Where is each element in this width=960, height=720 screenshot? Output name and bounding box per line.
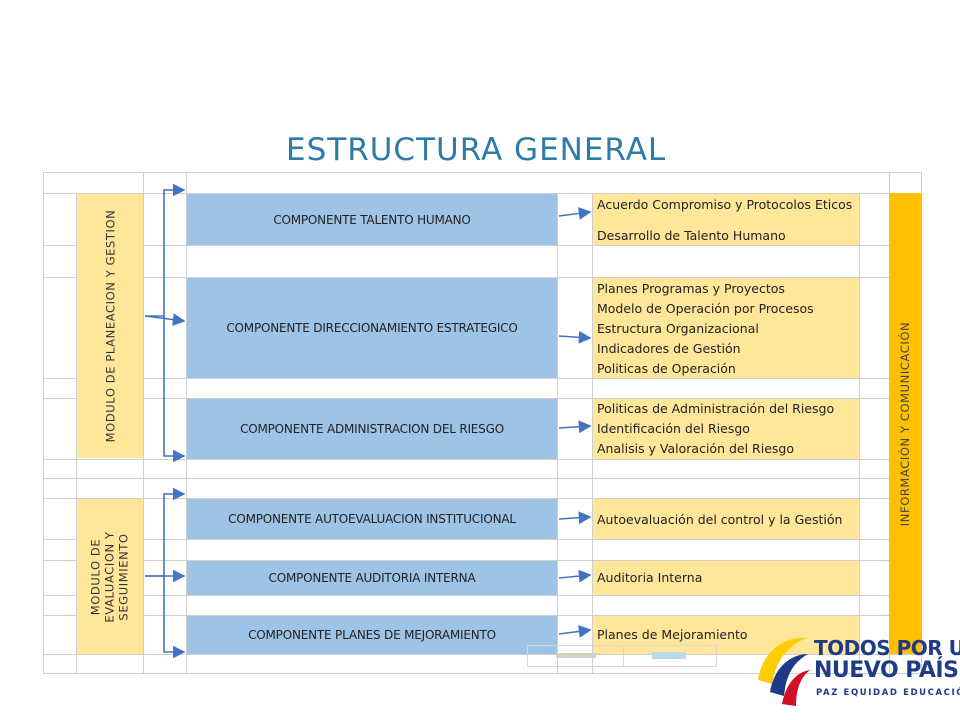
- component-auditoria-interna: COMPONENTE AUDITORIA INTERNA: [187, 561, 557, 595]
- element-item: Autoevaluación del control y la Gestión: [597, 512, 843, 527]
- module-evaluacion-seguimiento: MODULO DE EVALUACION Y SEGUIMIENTO: [77, 499, 143, 654]
- element-item: Planes de Mejoramiento: [597, 627, 748, 642]
- component-autoevaluacion-institucional: COMPONENTE AUTOEVALUACION INSTITUCIONAL: [187, 499, 557, 539]
- link-arrow: [558, 420, 592, 434]
- brand-line1: TODOS POR UN: [814, 636, 960, 660]
- element-item: Desarrollo de Talento Humano: [597, 228, 786, 243]
- brand-line2: NUEVO PAÍS: [814, 658, 959, 683]
- elements-administracion-riesgo: Politicas de Administración del Riesgo I…: [593, 399, 859, 459]
- component-administracion-riesgo: COMPONENTE ADMINISTRACION DEL RIESGO: [187, 399, 557, 459]
- element-item: Analisis y Valoración del Riesgo: [597, 441, 794, 456]
- element-item: Modelo de Operación por Procesos: [597, 301, 814, 316]
- element-item: Auditoria Interna: [597, 570, 703, 585]
- link-arrow: [558, 207, 592, 220]
- element-item: Acuerdo Compromiso y Protocolos Eticos: [597, 197, 853, 212]
- elements-autoevaluacion: Autoevaluación del control y la Gestión: [593, 499, 859, 539]
- elements-auditoria: Auditoria Interna: [593, 561, 859, 595]
- vive-digital-logo-icon: [652, 652, 686, 659]
- element-item: Identificación del Riesgo: [597, 421, 750, 436]
- component-planes-mejoramiento: COMPONENTE PLANES DE MEJORAMIENTO: [187, 616, 557, 654]
- elements-direccionamiento: Planes Programas y Proyectos Modelo de O…: [593, 278, 859, 378]
- colombia-swoosh-icon: [758, 637, 810, 706]
- component-talento-humano: COMPONENTE TALENTO HUMANO: [187, 194, 557, 245]
- link-arrow: [558, 330, 592, 344]
- link-arrow: [558, 511, 592, 525]
- element-item: Indicadores de Gestión: [597, 341, 741, 356]
- brace-arrow-top: [145, 183, 186, 317]
- info-communication-bar: INFORMACIÓN Y COMUNICACIÓN: [889, 193, 922, 654]
- module-planeacion-gestion: MODULO DE PLANEACION Y GESTION: [77, 194, 143, 458]
- element-item: Politicas de Operación: [597, 361, 736, 376]
- brace-arrow-bottom: [163, 316, 186, 463]
- brace-arrow-top: [145, 487, 186, 577]
- component-direccionamiento-estrategico: COMPONENTE DIRECCIONAMIENTO ESTRATEGICO: [187, 278, 557, 378]
- elements-planes-mejoramiento: Planes de Mejoramiento: [593, 616, 859, 654]
- brace-arrow-bottom: [163, 576, 186, 659]
- link-arrow: [558, 569, 592, 583]
- element-item: Planes Programas y Proyectos: [597, 281, 785, 296]
- link-arrow: [558, 625, 592, 638]
- element-item: Politicas de Administración del Riesgo: [597, 401, 835, 416]
- elements-talento-humano: Acuerdo Compromiso y Protocolos Eticos D…: [593, 194, 859, 245]
- page-title: ESTRUCTURA GENERAL: [286, 132, 667, 168]
- brand-tagline: PAZ EQUIDAD EDUCACIÓN: [816, 688, 960, 698]
- element-item: Estructura Organizacional: [597, 321, 759, 336]
- mintic-logo-icon: [556, 653, 596, 658]
- brand-logo: TODOS POR UN NUEVO PAÍS PAZ EQUIDAD EDUC…: [752, 612, 960, 712]
- ministry-logo-strip: [527, 645, 717, 667]
